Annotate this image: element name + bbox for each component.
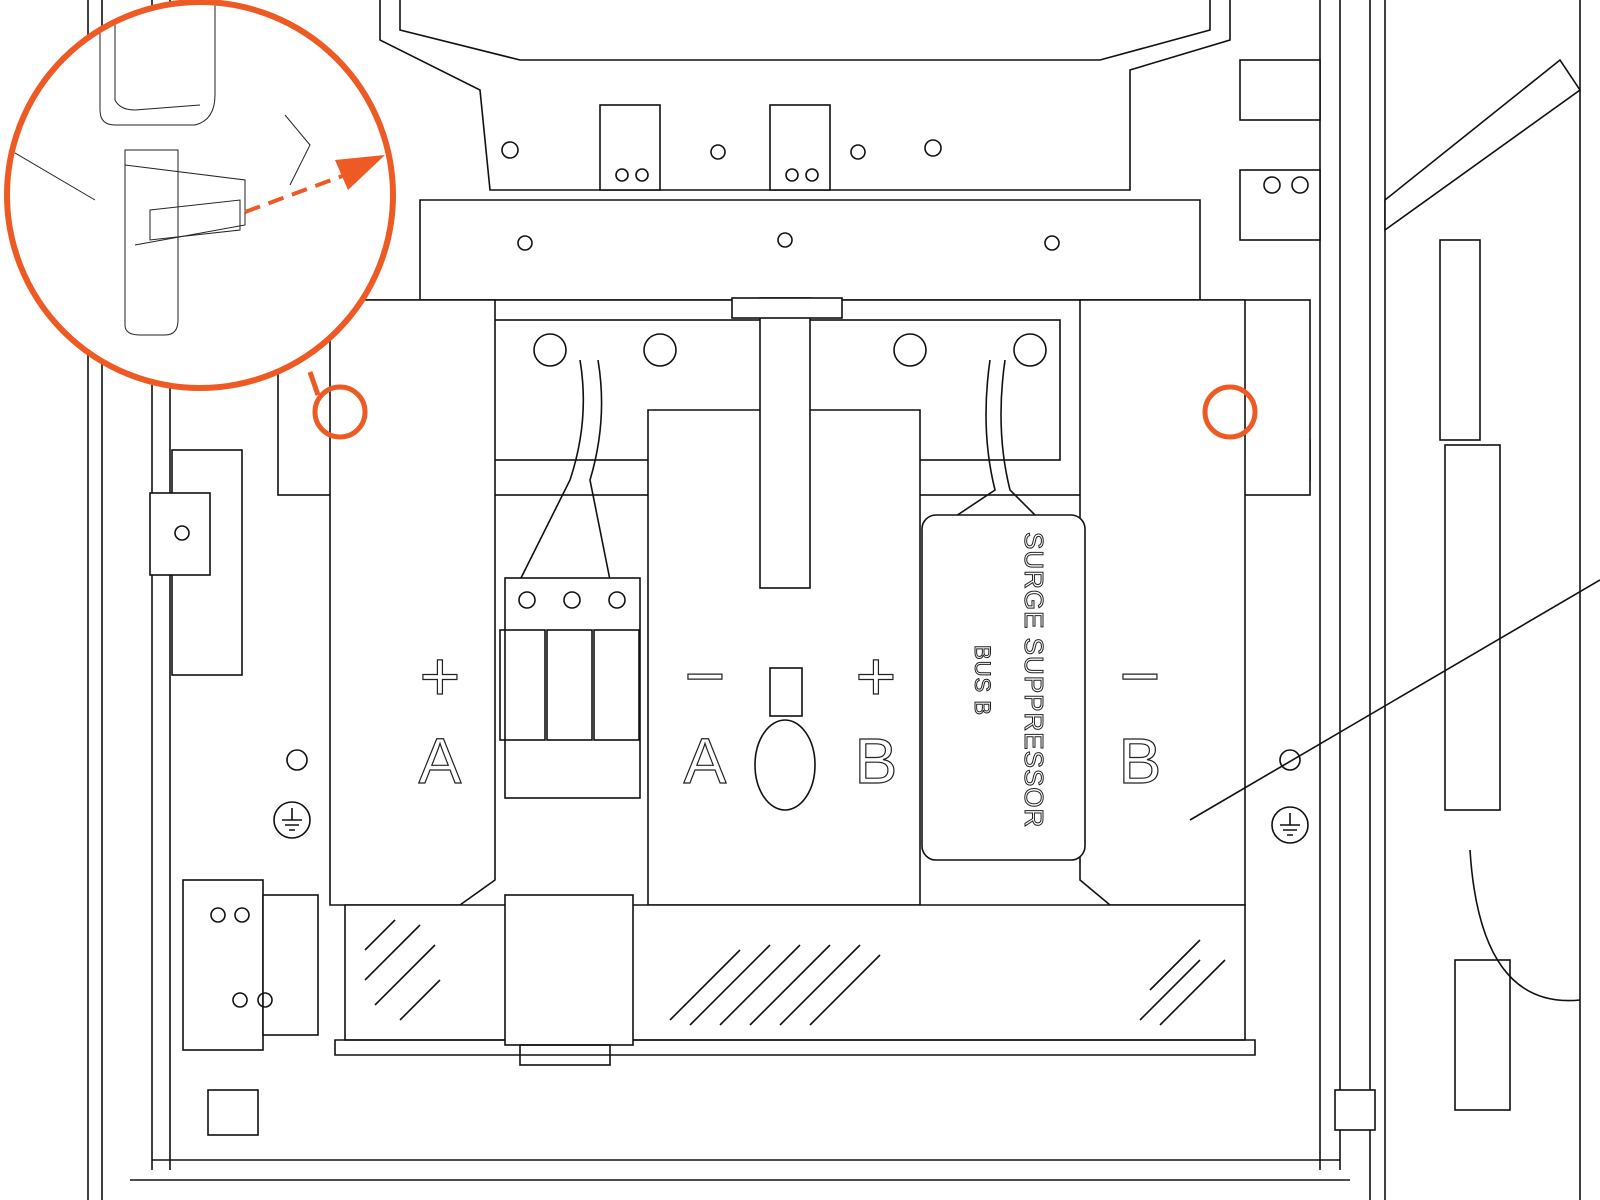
- callout-inset-detail: [10, 5, 311, 336]
- center-plate: [647, 297, 921, 906]
- surge-suppressor-label: SURGE SUPPRESSOR: [1019, 532, 1049, 828]
- bottom-tray: [334, 894, 1256, 1066]
- terminal-blocks: [149, 449, 319, 1136]
- right-clip-marker: [1202, 384, 1258, 440]
- bus-b-plus-letter: B: [855, 725, 898, 797]
- bus-a-plus-letter: A: [419, 725, 462, 797]
- ground-symbol-left: [273, 749, 311, 839]
- bus-a-plus-plate: [329, 299, 496, 906]
- surge-suppressor-bus-b: SURGE SUPPRESSOR BUS B: [921, 514, 1086, 861]
- top-chassis: [379, 0, 1231, 301]
- bus-a-minus-sign: −: [685, 637, 726, 715]
- bus-b-minus-letter: B: [1119, 725, 1162, 797]
- ground-symbol-right: [1271, 749, 1309, 844]
- bus-labels: + A − A + B − B: [418, 636, 1162, 797]
- bus-a-minus-letter: A: [684, 725, 727, 797]
- bus-a-plus-sign: +: [420, 637, 461, 715]
- callout-connector: [307, 371, 321, 396]
- bus-b-plus-sign: +: [856, 637, 897, 715]
- arrow-head-icon: [335, 155, 385, 190]
- surge-module-a: [499, 577, 641, 799]
- door-hardware: [1189, 58, 1600, 1131]
- surge-suppressor-bus-label: BUS B: [970, 645, 995, 716]
- left-clip-marker: [312, 384, 368, 440]
- dashed-arrow: [244, 173, 346, 214]
- bus-b-minus-sign: −: [1120, 637, 1161, 715]
- detail-callout: [4, 0, 396, 391]
